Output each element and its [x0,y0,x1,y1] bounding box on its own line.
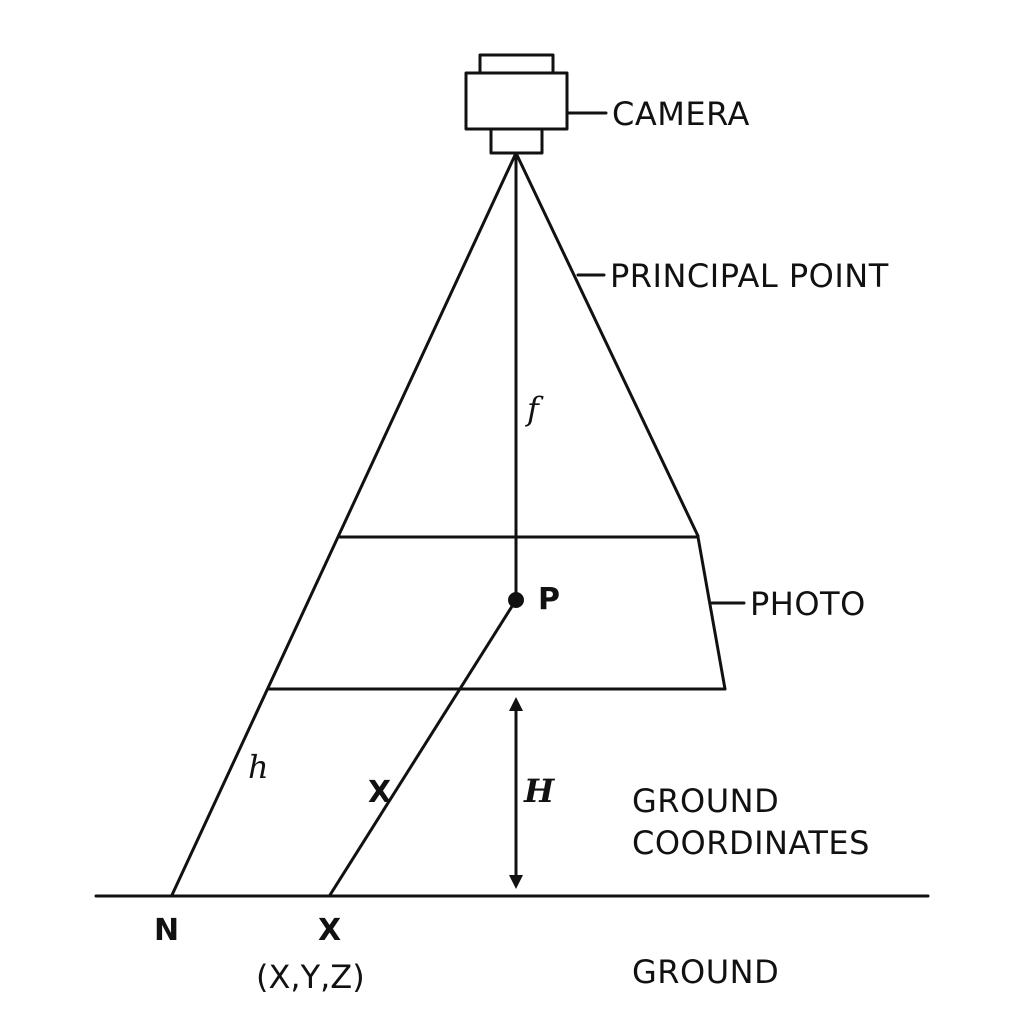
principal-point-dot [508,592,524,608]
image-ray [328,598,518,897]
ground-coordinates-label-line1: GROUND [632,782,779,820]
photo-label: PHOTO [750,585,866,623]
camera-label: CAMERA [612,95,750,133]
principal-point-symbol: P [538,582,560,617]
ground-point-coordinates: (X,Y,Z) [256,958,365,996]
photo-right-edge [696,535,727,691]
flying-height-symbol: H [523,772,556,810]
camera-body [464,71,569,131]
camera-icon [464,53,569,155]
nadir-symbol: N [154,913,179,948]
principal-point-label: PRINCIPAL POINT [610,257,889,295]
ground-coordinates-label-line2: COORDINATES [632,824,870,862]
left-projection-ray [170,151,518,897]
camera-lens [489,127,544,155]
ground-label: GROUND [632,953,779,991]
focal-length-symbol: f [525,390,544,428]
right-projection-ray [514,151,700,538]
ground-point-symbol: X [318,913,341,948]
photo-plane [266,535,727,691]
image-ray-symbol: X [368,775,391,810]
object-height-symbol: h [248,748,269,786]
